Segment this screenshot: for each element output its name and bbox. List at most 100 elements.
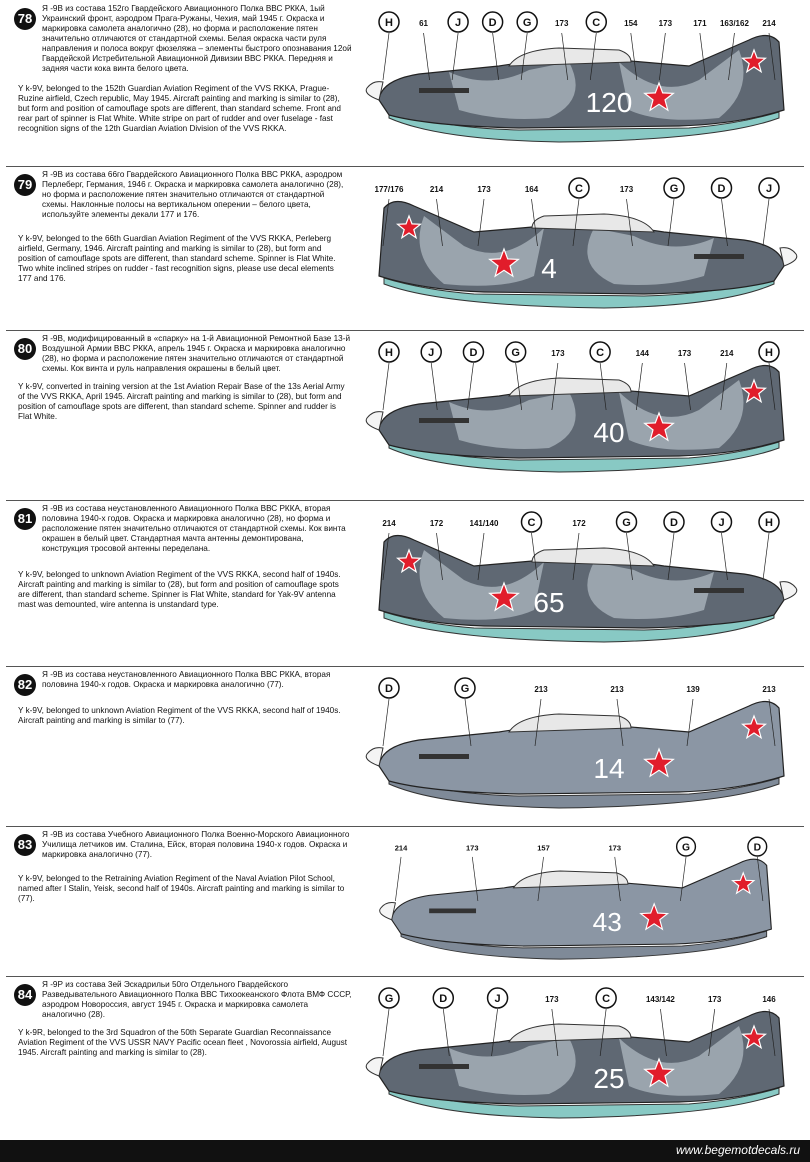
callout-leader	[436, 198, 443, 247]
camo-patch	[419, 550, 544, 620]
decal-number: 173	[659, 19, 673, 28]
callout-circle	[462, 341, 485, 363]
camo-patch	[619, 380, 744, 450]
tail-star	[740, 1024, 768, 1050]
callout-leader	[614, 856, 621, 902]
fuselage-star	[643, 81, 675, 112]
callout-leader	[626, 532, 633, 581]
fuselage-underside	[388, 1085, 780, 1119]
decal-number: 213	[534, 685, 548, 694]
fuselage-underside	[388, 439, 780, 473]
canopy	[508, 47, 632, 67]
profile-number: 83	[14, 834, 36, 856]
callout-leader	[635, 362, 643, 411]
callout-leader	[768, 1008, 776, 1057]
callout-letter: C	[528, 517, 536, 529]
callout-leader	[382, 532, 390, 581]
callout-leader	[430, 362, 438, 411]
callout-leader	[395, 856, 402, 902]
decal-number: 173	[555, 19, 569, 28]
profile-panel-84: 84 Я -9Р из состава 3ей Эскадрильи 50го …	[6, 976, 804, 1140]
callout-leader	[721, 532, 728, 581]
callout-letter: C	[575, 183, 583, 195]
canopy	[508, 377, 632, 397]
callout-leader	[684, 362, 691, 411]
fuselage-star	[643, 747, 675, 778]
russian-caption: Я -9В из состава 152го Гвардейского Авиа…	[42, 4, 352, 73]
spinner	[779, 581, 798, 601]
callout-letter: G	[682, 842, 690, 853]
callout-leader	[492, 32, 499, 81]
decal-number: 143/142	[646, 995, 675, 1004]
callout-leader	[423, 32, 430, 81]
decal-number: 213	[762, 685, 776, 694]
callout-circle	[710, 177, 733, 199]
decal-number: 173	[620, 185, 634, 194]
spinner	[365, 411, 384, 431]
callout-leader	[728, 32, 735, 81]
callout-leader	[436, 532, 443, 581]
decal-number: 214	[430, 185, 444, 194]
callout-letter: C	[596, 347, 604, 359]
callout-letter: J	[718, 517, 724, 529]
callout-circle	[663, 177, 685, 199]
profile-panel-78: 78 Я -9В из состава 152го Гвардейского А…	[6, 0, 804, 167]
callout-leader	[630, 32, 638, 81]
callout-leader	[572, 532, 580, 581]
callout-letter: J	[428, 347, 434, 359]
fuselage-star	[488, 247, 520, 278]
english-caption: Y k-9V, belonged to unknown Aviation Reg…	[18, 570, 341, 609]
decal-number: 173	[551, 349, 565, 358]
callout-letter: D	[489, 17, 497, 29]
profile-number: 79	[14, 174, 36, 196]
fuselage-star	[488, 581, 520, 612]
decal-number: 173	[708, 995, 722, 1004]
canopy	[508, 1023, 632, 1043]
callout-leader	[667, 532, 675, 581]
website-link[interactable]: www.begemotdecals.ru	[675, 1143, 800, 1157]
decal-number: 173	[466, 843, 479, 852]
callout-leader	[531, 198, 538, 247]
english-caption: Y k-9V, belonged to unknown Aviation Reg…	[18, 706, 341, 725]
callout-circle	[595, 987, 617, 1009]
callout-circle	[447, 11, 469, 33]
tail-star	[731, 871, 756, 895]
callout-circle	[710, 511, 733, 533]
english-caption: Y k-9V, converted in training version at…	[18, 382, 345, 421]
decal-number: 173	[545, 995, 559, 1004]
decal-number: 172	[572, 519, 586, 528]
callout-leader	[599, 1008, 607, 1057]
callout-circle	[516, 11, 538, 33]
decal-number: 171	[693, 19, 707, 28]
fuselage-underside	[383, 609, 775, 643]
callout-letter: G	[511, 347, 520, 359]
russian-caption: Я -9В из состава Учебного Авиационного П…	[42, 830, 350, 859]
russian-caption: Я -9Р из состава 3ей Эскадрильи 50го Отд…	[42, 980, 352, 1019]
fuselage	[391, 858, 772, 947]
decal-number: 214	[762, 19, 776, 28]
english-caption: Y k-9V, belonged to the 152th Guardian A…	[18, 84, 341, 133]
canopy	[531, 213, 655, 233]
profile-panel-81: 81 Я -9В из состава неустановленного Ави…	[6, 500, 804, 667]
decal-number: 214	[395, 843, 408, 852]
russian-caption: Я -9В из состава неустановленного Авиаци…	[42, 504, 346, 553]
callout-leader	[382, 198, 390, 247]
fuselage-underside	[388, 109, 780, 143]
decal-number: 61	[419, 19, 428, 28]
fuselage-underside	[400, 928, 768, 960]
callout-circle	[758, 511, 780, 533]
tactical-number: 25	[593, 1063, 624, 1094]
callout-leader	[686, 698, 694, 747]
decal-number: 213	[610, 685, 624, 694]
callout-leader	[762, 198, 770, 247]
callout-circle	[378, 341, 400, 363]
callout-leader	[572, 198, 580, 247]
exhaust-stacks	[419, 1064, 469, 1069]
exhaust-stacks	[694, 254, 744, 259]
callout-leader	[762, 532, 770, 581]
callout-leader	[477, 532, 485, 581]
callout-leader	[699, 32, 707, 81]
camo-patch	[449, 62, 576, 119]
